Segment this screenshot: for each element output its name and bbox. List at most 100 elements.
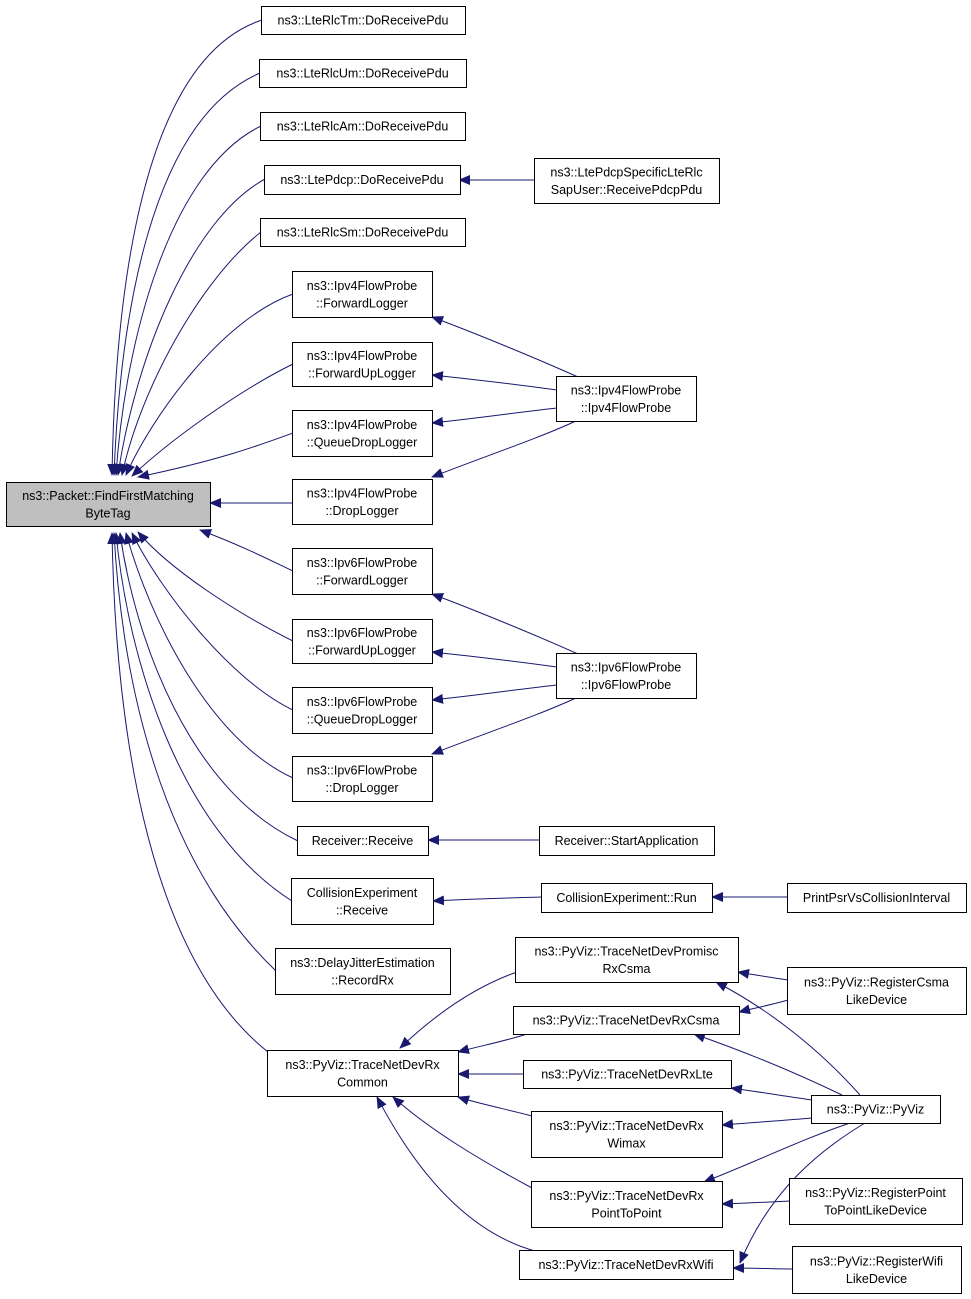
- node-box: [811, 1095, 941, 1124]
- node-label: ::ForwardLogger: [316, 296, 408, 310]
- edge-v4_ctor-to-v4_fwd: [431, 316, 579, 378]
- node-box: [292, 756, 433, 802]
- edge-v4_ctor-to-v4_qdrop: [431, 407, 558, 427]
- node-v6-ctor[interactable]: ns3::Ipv6FlowProbe::Ipv6FlowProbe: [556, 653, 697, 699]
- node-label: ns3::PyViz::TraceNetDevRx: [549, 1119, 704, 1133]
- edge-recv-to-focus: [116, 532, 299, 842]
- node-box: [292, 687, 433, 734]
- node-label: ns3::Ipv6FlowProbe: [307, 695, 418, 709]
- node-box: [523, 1060, 732, 1089]
- node-label: Common: [337, 1075, 388, 1089]
- node-tr-lte[interactable]: ns3::PyViz::TraceNetDevRxLte: [523, 1060, 732, 1089]
- node-box: [6, 482, 211, 527]
- node-box: [556, 376, 697, 422]
- node-label: ns3::Ipv6FlowProbe: [307, 763, 418, 777]
- node-v6-fwd[interactable]: ns3::Ipv6FlowProbe::ForwardLogger: [292, 548, 433, 595]
- node-box: [260, 218, 466, 247]
- node-label: ns3::Ipv6FlowProbe: [571, 660, 682, 674]
- node-pdcp[interactable]: ns3::LtePdcp::DoReceivePdu: [264, 165, 461, 195]
- node-v6-drop[interactable]: ns3::Ipv6FlowProbe::DropLogger: [292, 756, 433, 802]
- node-rlc-am[interactable]: ns3::LteRlcAm::DoReceivePdu: [260, 112, 466, 141]
- edge-reg_csma-to-tr_csma: [738, 999, 789, 1015]
- node-label: Wimax: [607, 1136, 646, 1150]
- edge-v6_qdrop-to-focus: [131, 532, 294, 711]
- node-rlc-tm[interactable]: ns3::LteRlcTm::DoReceivePdu: [261, 6, 466, 35]
- node-tr-wifi[interactable]: ns3::PyViz::TraceNetDevRxWifi: [519, 1250, 734, 1280]
- node-box: [534, 158, 720, 204]
- node-pyviz[interactable]: ns3::PyViz::PyViz: [811, 1095, 941, 1124]
- node-label: RxCsma: [603, 962, 651, 976]
- node-print-psr[interactable]: PrintPsrVsCollisionInterval: [787, 883, 967, 913]
- node-v4-drop[interactable]: ns3::Ipv4FlowProbe::DropLogger: [292, 479, 433, 525]
- node-box: [292, 548, 433, 595]
- node-label: ::Ipv4FlowProbe: [581, 401, 671, 415]
- edges-layer: [107, 19, 866, 1274]
- node-v4-ctor[interactable]: ns3::Ipv4FlowProbe::Ipv4FlowProbe: [556, 376, 697, 422]
- node-pdcp-sap[interactable]: ns3::LtePdcpSpecificLteRlcSapUser::Recei…: [534, 158, 720, 204]
- node-label: ns3::PyViz::RegisterPoint: [805, 1186, 946, 1200]
- node-v4-fwd[interactable]: ns3::Ipv4FlowProbe::ForwardLogger: [292, 271, 433, 318]
- node-label: ns3::PyViz::TraceNetDevRx: [285, 1058, 440, 1072]
- edge-tr_common-to-focus: [107, 532, 269, 1053]
- node-label: SapUser::ReceivePdcpPdu: [551, 183, 703, 197]
- node-label: ns3::PyViz::RegisterCsma: [804, 975, 949, 989]
- node-label: ns3::Ipv4FlowProbe: [307, 279, 418, 293]
- edge-tr_wimax-to-tr_common: [457, 1095, 533, 1117]
- edge-tr_wifi-to-tr_common: [376, 1096, 536, 1252]
- node-recv-start[interactable]: Receiver::StartApplication: [539, 826, 715, 856]
- node-label: ns3::Ipv6FlowProbe: [307, 556, 418, 570]
- edge-pyviz-to-tr_csma: [693, 1032, 843, 1096]
- edge-rlc_tm-to-focus: [107, 19, 263, 476]
- node-label: LikeDevice: [846, 993, 907, 1007]
- node-box: [292, 619, 433, 664]
- node-box: [261, 6, 466, 35]
- node-rlc-um[interactable]: ns3::LteRlcUm::DoReceivePdu: [259, 59, 467, 88]
- node-label: ns3::LteRlcUm::DoReceivePdu: [276, 67, 448, 81]
- node-box: [515, 937, 739, 983]
- node-label: ns3::Ipv4FlowProbe: [571, 383, 682, 397]
- node-label: Receiver::Receive: [312, 834, 413, 848]
- edge-v6_ctor-to-v6_fwdup: [431, 648, 558, 668]
- node-box: [787, 883, 967, 913]
- node-v4-qdrop[interactable]: ns3::Ipv4FlowProbe::QueueDropLogger: [292, 410, 433, 457]
- edge-pdcp-to-focus: [114, 178, 266, 476]
- edge-v6_fwd-to-focus: [199, 529, 294, 572]
- node-label: LikeDevice: [846, 1272, 907, 1286]
- node-box: [260, 112, 466, 141]
- node-reg-p2p[interactable]: ns3::PyViz::RegisterPointToPointLikeDevi…: [789, 1178, 963, 1225]
- edge-v6_drop-to-focus: [124, 532, 294, 779]
- node-box: [292, 479, 433, 525]
- node-label: ns3::Packet::FindFirstMatching: [22, 489, 194, 503]
- node-label: ns3::PyViz::TraceNetDevRxCsma: [533, 1014, 720, 1028]
- node-label: ns3::LtePdcpSpecificLteRlc: [550, 165, 702, 179]
- node-rlc-sm[interactable]: ns3::LteRlcSm::DoReceivePdu: [260, 218, 466, 247]
- node-box: [513, 1006, 740, 1035]
- node-v6-qdrop[interactable]: ns3::Ipv6FlowProbe::QueueDropLogger: [292, 687, 433, 734]
- nodes-layer: ns3::Packet::FindFirstMatchingByteTagns3…: [6, 6, 967, 1294]
- node-label: ns3::Ipv4FlowProbe: [307, 349, 418, 363]
- node-coll-run[interactable]: CollisionExperiment::Run: [541, 883, 713, 913]
- node-coll-recv[interactable]: CollisionExperiment::Receive: [291, 878, 434, 925]
- edge-rlc_sm-to-focus: [119, 231, 262, 476]
- node-v6-fwdup[interactable]: ns3::Ipv6FlowProbe::ForwardUpLogger: [292, 619, 433, 664]
- node-box: [292, 271, 433, 318]
- node-label: ::DropLogger: [326, 781, 399, 795]
- node-tr-csma[interactable]: ns3::PyViz::TraceNetDevRxCsma: [513, 1006, 740, 1035]
- node-v4-fwdup[interactable]: ns3::Ipv4FlowProbe::ForwardUpLogger: [292, 342, 433, 387]
- node-box: [541, 883, 713, 913]
- node-delay[interactable]: ns3::DelayJitterEstimation::RecordRx: [275, 948, 451, 995]
- node-label: CollisionExperiment: [307, 886, 418, 900]
- node-box: [556, 653, 697, 699]
- node-recv[interactable]: Receiver::Receive: [297, 826, 429, 856]
- edge-v4_ctor-to-v4_fwdup: [431, 371, 558, 391]
- node-label: ns3::LteRlcAm::DoReceivePdu: [277, 120, 449, 134]
- edge-coll_run-to-coll_recv: [432, 895, 543, 906]
